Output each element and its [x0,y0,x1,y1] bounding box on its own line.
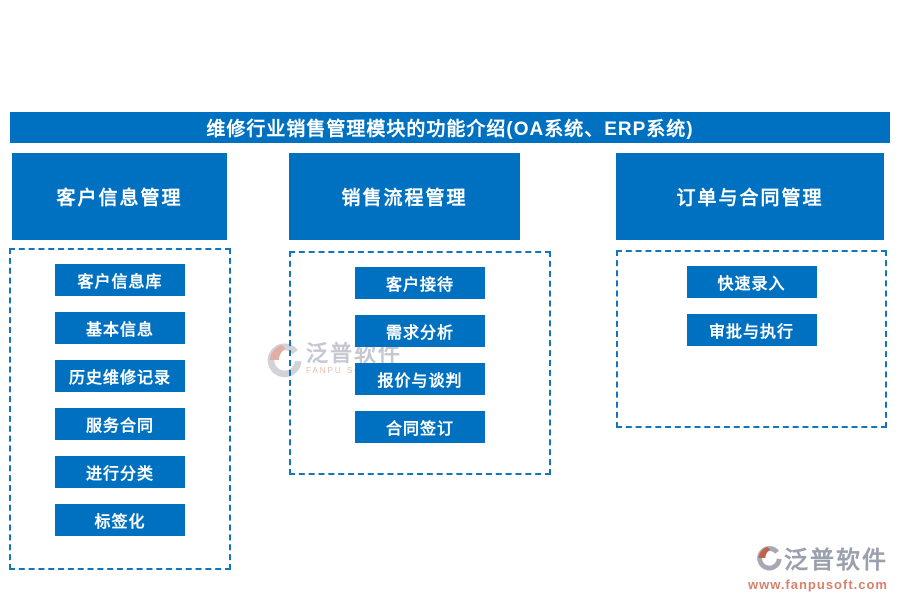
feature-item: 历史维修记录 [55,360,185,392]
feature-item: 快速录入 [686,266,817,298]
column-items-box: 客户信息库基本信息历史维修记录服务合同进行分类标签化 [9,248,231,570]
page-title: 维修行业销售管理模块的功能介绍(OA系统、ERP系统) [10,112,890,143]
footer-brand-url: www.fanpusoft.com [747,577,888,592]
feature-item: 基本信息 [55,312,185,344]
column-items-box: 客户接待需求分析报价与谈判合同签订 [289,251,551,475]
column-items-box: 快速录入审批与执行 [616,250,887,428]
fanpu-logo-icon [756,545,782,576]
column-header: 销售流程管理 [289,153,520,240]
feature-item: 客户信息库 [55,264,185,296]
footer-brand-text: 泛普软件 [784,546,888,574]
feature-item: 服务合同 [55,408,185,440]
feature-item: 报价与谈判 [355,363,485,395]
feature-item: 标签化 [55,504,185,536]
feature-item: 审批与执行 [686,314,817,346]
feature-item: 进行分类 [55,456,185,488]
feature-item: 需求分析 [355,315,485,347]
fanpu-logo-icon [266,342,302,383]
footer-brand: 泛普软件 www.fanpusoft.com [748,545,888,592]
feature-item: 客户接待 [355,267,485,299]
feature-item: 合同签订 [355,411,485,443]
column-header: 客户信息管理 [12,153,227,240]
column-header: 订单与合同管理 [616,153,884,240]
